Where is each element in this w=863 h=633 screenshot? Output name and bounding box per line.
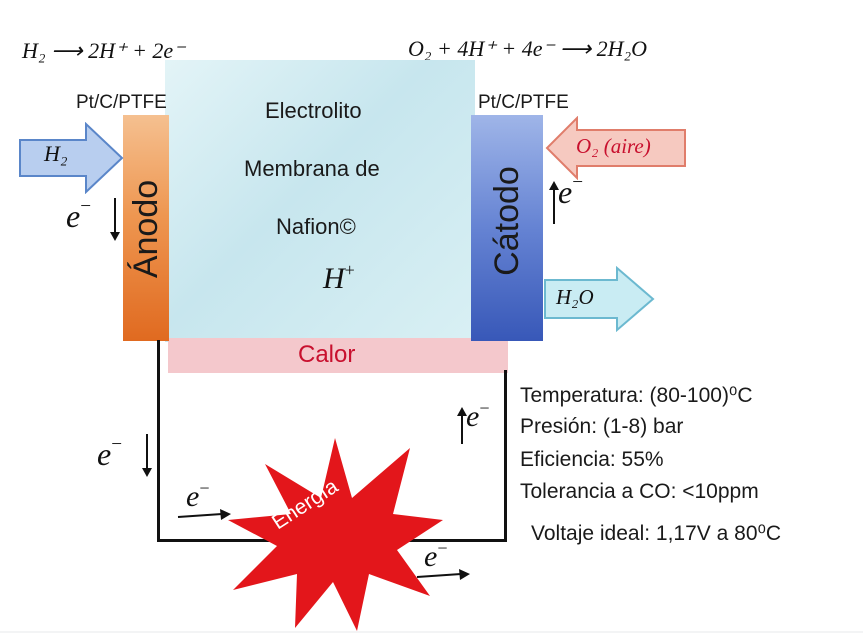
o2-inlet-arrow [545,116,686,180]
h2-inlet-arrow [19,122,124,194]
heat-band [168,338,508,373]
electrolyte-line-3: Nafion© [276,214,356,239]
cathode-block [471,115,543,341]
h2-inlet-label: H₂ [44,141,68,166]
electron-cathode-arrow [549,181,559,224]
circuit-wire-right [504,370,507,542]
spec-temperature: Temperatura: (80-100)⁰C [520,384,753,407]
spec-co-tolerance: Tolerancia a CO: <10ppm [520,480,759,503]
anode-block [123,115,169,341]
cathode-label: Cátodo [488,166,526,276]
proton-label: H+ [323,260,355,295]
o2-inlet-label: O₂ (aire) [576,134,651,158]
heat-label: Calor [298,341,356,368]
spec-ideal-voltage: Voltaje ideal: 1,17V a 80⁰C [531,522,782,545]
electrolyte-line-1: Electrolito [265,98,362,123]
spec-efficiency: Eficiencia: 55% [520,448,664,471]
electron-bottom-right-label: e− [424,538,448,573]
electron-bottom-right-arrow [416,569,470,580]
anode-label: Ánodo [127,179,165,279]
energy-starburst [228,438,443,631]
electron-right-wire-arrow [457,407,467,444]
cathode-reaction-equation: O₂ + 4H⁺ + 4e⁻ ⟶ 2H₂O [408,36,648,61]
electrolyte-line-2: Membrana de [244,156,380,181]
nafion-membrane [165,60,475,342]
electron-anode-label: e− [66,196,92,234]
anode-reaction-equation: H₂ ⟶ 2H⁺ + 2e⁻ [22,38,185,63]
cathode-catalyst-label: Pt/C/PTFE [478,92,569,113]
electron-anode-arrow [110,198,120,241]
electron-cathode-label: e− [558,172,584,210]
electron-left-wire-label: e− [97,434,123,472]
electron-bottom-left-label: e− [186,478,210,513]
electron-right-wire-label: e− [466,398,490,433]
electron-left-wire-arrow [142,434,152,477]
h2o-outlet-label: H₂O [556,285,594,309]
circuit-wire-left [157,340,160,541]
electron-bottom-left-arrow [177,509,231,520]
h2o-outlet-arrow [544,266,655,332]
spec-pressure: Presión: (1-8) bar [520,415,684,438]
anode-catalyst-label: Pt/C/PTFE [76,92,167,113]
